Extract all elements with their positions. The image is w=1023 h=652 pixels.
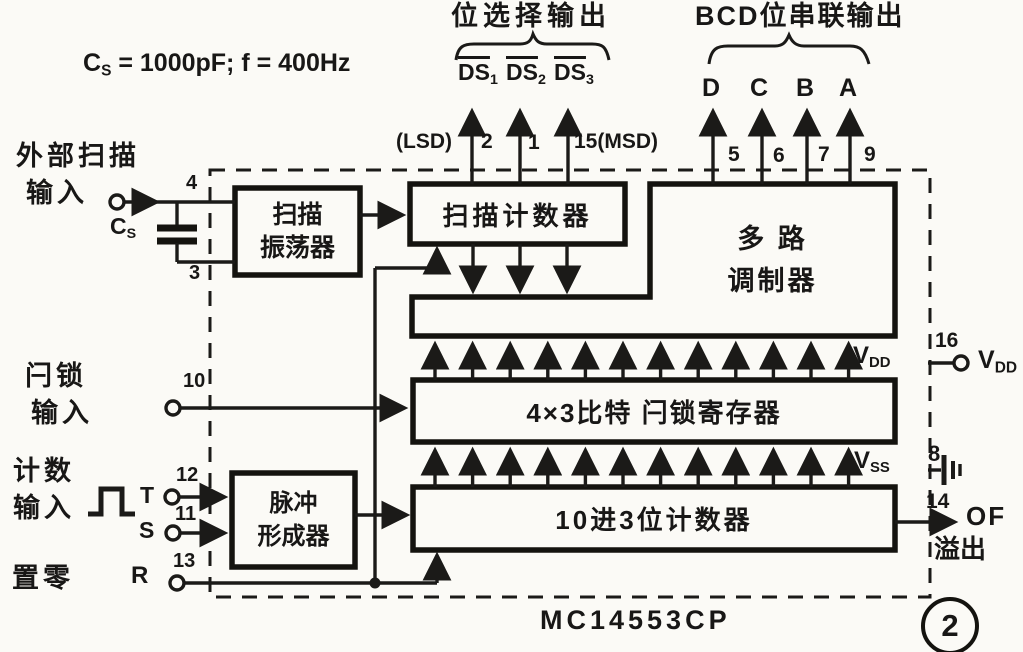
t-input-terminal	[163, 488, 181, 506]
latch-input-label: 闩锁 输入	[25, 361, 93, 428]
counter-label: 10进3位计数器	[555, 505, 753, 535]
vss-label: VSS	[854, 447, 890, 477]
chip-boundary-dashed-box	[208, 168, 932, 599]
vdd-outer-label: VDD	[978, 346, 1018, 377]
scan-oscillator-label: 扫描 振荡器	[259, 200, 335, 262]
pin-4: 4	[186, 172, 198, 194]
scan-oscillator-box	[232, 185, 363, 278]
counter-box	[410, 484, 898, 553]
r-input-letter: R	[131, 562, 149, 589]
pin-13: 13	[173, 550, 196, 572]
chip-part-number: MC14553CP	[540, 605, 731, 635]
bit-b-label: B	[796, 74, 815, 102]
multiplexer-label: 多 路 调制器	[727, 224, 818, 296]
figure-number: 2	[941, 608, 959, 643]
lsd-label: (LSD)	[396, 130, 452, 153]
pin-1: 1	[528, 131, 540, 154]
overflow-cn-label: 溢出	[934, 534, 987, 564]
pin-10: 10	[183, 370, 206, 392]
pin-12: 12	[176, 464, 199, 486]
ds3-label: DS3	[554, 59, 594, 88]
latch-register-label: 4×3比特 闩锁寄存器	[526, 397, 782, 428]
latch-input-terminal	[164, 399, 182, 417]
vdd-inner-label: VDD	[853, 342, 891, 372]
scan-counter-box	[407, 181, 628, 247]
reset-label: 置零	[12, 563, 74, 593]
pulse-waveform-icon	[88, 486, 135, 517]
vdd-terminal	[952, 354, 970, 372]
component-note: CS = 1000pF; f = 400Hz	[83, 49, 351, 80]
bit-c-label: C	[750, 74, 769, 102]
bcd-brace	[707, 31, 871, 65]
count-input-label: 计数 输入	[13, 456, 75, 523]
pin-9: 9	[864, 143, 876, 166]
capacitor-label: CS	[110, 213, 137, 242]
t-input-letter: T	[140, 482, 155, 508]
overflow-of-label: OF	[966, 501, 1007, 531]
s-input-letter: S	[139, 517, 155, 543]
pin-15-msd: 15(MSD)	[574, 130, 659, 153]
pin-8: 8	[928, 441, 941, 466]
bcd-title: BCD位串联输出	[695, 1, 905, 31]
digit-select-title: 位选择输出	[451, 1, 611, 31]
ds1-label: DS1	[458, 59, 498, 88]
pin-7: 7	[818, 143, 830, 166]
pin-14: 14	[926, 490, 950, 513]
ds2-label: DS2	[506, 59, 546, 88]
pin-11: 11	[175, 503, 197, 525]
pin-6: 6	[773, 144, 785, 167]
bit-a-label: A	[839, 74, 858, 102]
multiplexer-box	[409, 181, 898, 339]
pin-5: 5	[728, 143, 740, 166]
pin-16: 16	[935, 329, 959, 352]
s-input-terminal	[164, 524, 182, 542]
ext-scan-input-label: 外部扫描 输入	[16, 141, 140, 208]
scan-counter-label: 扫描计数器	[442, 200, 593, 231]
figure-number-badge: 2	[921, 597, 979, 652]
pin-2: 2	[481, 130, 493, 153]
r-input-terminal	[168, 574, 186, 592]
pulse-shaper-label: 脉冲 形成器	[257, 490, 330, 550]
pin-3: 3	[189, 262, 201, 284]
latch-register-box	[410, 377, 898, 445]
pulse-shaper-box	[229, 470, 358, 570]
digit-select-brace	[454, 29, 611, 61]
bit-d-label: D	[702, 74, 721, 102]
